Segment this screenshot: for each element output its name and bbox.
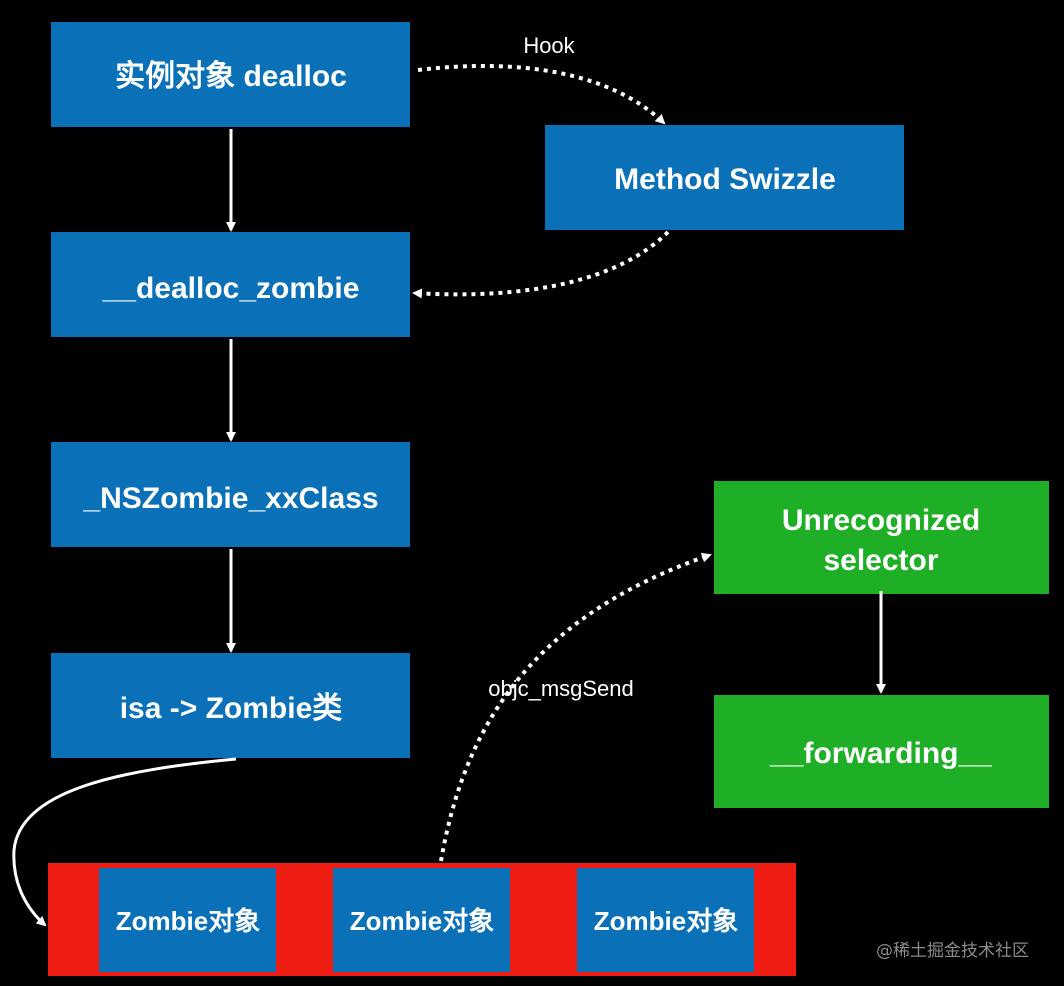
zombie-object-3: Zombie对象 [577, 868, 754, 972]
node-nszombie-class-label: _NSZombie_xxClass [82, 482, 378, 515]
arrow-msgsend-dotted [439, 552, 712, 862]
watermark: @稀土掘金技术社区 [876, 941, 1029, 961]
zombie-object-2-label: Zombie对象 [350, 906, 494, 936]
node-instance-dealloc-label: 实例对象 dealloc [115, 59, 347, 93]
node-instance-dealloc: 实例对象 dealloc [51, 22, 410, 127]
node-dealloc-zombie: __dealloc_zombie [51, 232, 410, 337]
zombie-object-2: Zombie对象 [333, 868, 510, 972]
arrow-swizzle-back-dotted [412, 230, 670, 299]
node-isa-zombie-label: isa -> Zombie类 [120, 692, 343, 725]
arrow-isa-to-zombie-objects [12, 757, 237, 927]
zombie-object-1: Zombie对象 [99, 868, 276, 972]
node-forwarding: __forwarding__ [714, 695, 1049, 808]
node-isa-zombie: isa -> Zombie类 [51, 653, 410, 758]
node-unrecognized-selector-label-line2: selector [823, 544, 938, 577]
arrow-hook-dotted [417, 63, 666, 125]
zombie-object-1-label: Zombie对象 [116, 906, 260, 936]
node-method-swizzle-label: Method Swizzle [614, 163, 836, 196]
node-forwarding-label: __forwarding__ [769, 737, 992, 770]
zombie-object-3-label: Zombie对象 [594, 906, 738, 936]
edge-label-hook: Hook [523, 33, 575, 58]
node-unrecognized-selector-label-line1: Unrecognized [782, 504, 980, 537]
node-dealloc-zombie-label: __dealloc_zombie [102, 272, 360, 305]
node-method-swizzle: Method Swizzle [545, 125, 904, 230]
node-nszombie-class: _NSZombie_xxClass [51, 442, 410, 547]
node-unrecognized-selector: Unrecognized selector [714, 481, 1049, 594]
edge-label-msgsend: objc_msgSend [488, 676, 634, 701]
